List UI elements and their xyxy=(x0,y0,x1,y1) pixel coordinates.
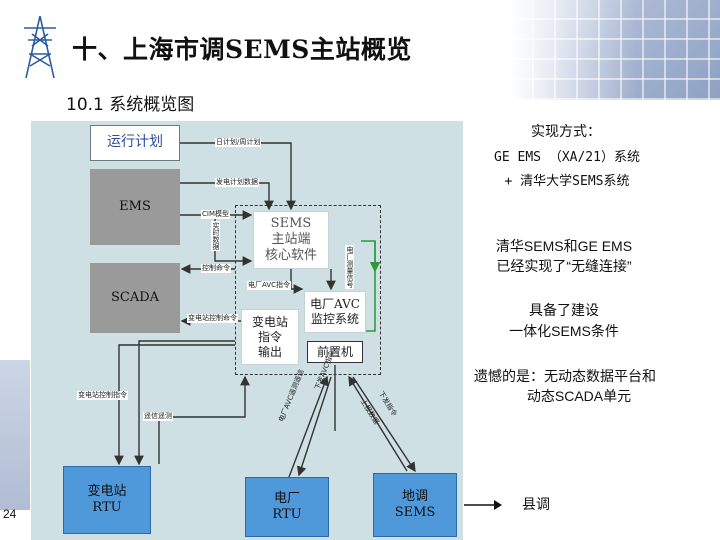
page-number: 24 xyxy=(3,507,17,521)
sub-cmd-line-1: 变电站 xyxy=(251,314,288,329)
region-line-1: 地调 xyxy=(401,488,428,504)
core-line-1: SEMS xyxy=(270,215,312,231)
regret-line-2: 动态SCADA单元 xyxy=(526,388,632,404)
rtu2-line-1: 电厂 xyxy=(273,490,300,506)
regret-line-1: 遗憾的是：无动态数据平台和 xyxy=(474,368,656,384)
page-title: 十、上海市调SEMS主站概览 xyxy=(72,35,412,64)
core-line-2: 主站端 xyxy=(271,231,311,247)
seamless-line-1: 清华SEMS和GE EMS xyxy=(495,238,633,254)
region-line-2: SEMS xyxy=(394,505,436,520)
core-line-3: 核心软件 xyxy=(264,248,317,264)
substation-command-box: 变电站 指令 输出 xyxy=(241,309,299,365)
section-subtitle: 10.1 系统概览图 xyxy=(66,95,195,115)
label-scada-cmd: 变电站控制命令 xyxy=(187,314,238,323)
ready-line-2: 一体化SEMS条件 xyxy=(509,323,619,339)
county-dispatch-label: 县调 xyxy=(522,497,550,513)
ready-line-1: 具备了建设 xyxy=(529,302,599,318)
sems-core-box: SEMS 主站端 核心软件 xyxy=(253,211,329,269)
avc-line-1: 电厂AVC xyxy=(310,297,360,311)
side-decoration xyxy=(0,360,30,510)
ems-box: EMS xyxy=(90,169,180,245)
label-core-to-scada: 控制命令 xyxy=(201,264,231,273)
implementation-line-2: + 清华大学SEMS系统 xyxy=(504,174,630,189)
region-sems-box: 地调 SEMS xyxy=(373,473,457,537)
scada-box: SCADA xyxy=(90,263,180,333)
label-ems-to-core-top: 发电计划数据 xyxy=(215,178,259,187)
system-diagram: 运行计划 EMS SCADA SEMS 主站端 核心软件 变电站 指令 输出 电… xyxy=(31,121,463,540)
sems-master-boundary xyxy=(235,205,381,375)
label-remote-signal: 遥信遥测 xyxy=(143,412,173,421)
avc-line-2: 监控系统 xyxy=(310,312,359,326)
label-core-to-plant: 电厂AVC指令 xyxy=(247,281,292,290)
plant-avc-box: 电厂AVC 监控系统 xyxy=(304,291,366,333)
sub-cmd-line-2: 指令 xyxy=(257,329,282,344)
seamless-line-2: 已经实现了“无缝连接” xyxy=(496,258,632,274)
keyboard-decoration xyxy=(510,0,720,100)
implementation-line-1: GE EMS （XA/21）系统 xyxy=(494,150,640,165)
front-end-box: 前置机 xyxy=(307,341,363,363)
power-tower-icon xyxy=(24,15,56,79)
implementation-heading: 实现方式： xyxy=(531,124,601,140)
label-plan-to-core: 日计划/周计划 xyxy=(215,138,262,147)
operation-plan-box: 运行计划 xyxy=(90,125,180,161)
plant-rtu-box: 电厂 RTU xyxy=(245,477,329,537)
label-ems-vertical: 实时数据 xyxy=(211,221,220,251)
substation-rtu-box: 变电站 RTU xyxy=(63,466,151,534)
rtu2-line-2: RTU xyxy=(272,507,302,522)
sub-cmd-line-3: 输出 xyxy=(257,344,282,359)
label-core-right: 电厂测量信号 xyxy=(345,245,354,289)
rtu1-line-1: 变电站 xyxy=(87,483,127,499)
label-cim: CIM模型 xyxy=(201,210,230,219)
external-arrow xyxy=(464,500,502,510)
rtu1-line-2: RTU xyxy=(92,500,122,515)
label-substation-cmd: 变电站控制指令 xyxy=(77,391,128,400)
